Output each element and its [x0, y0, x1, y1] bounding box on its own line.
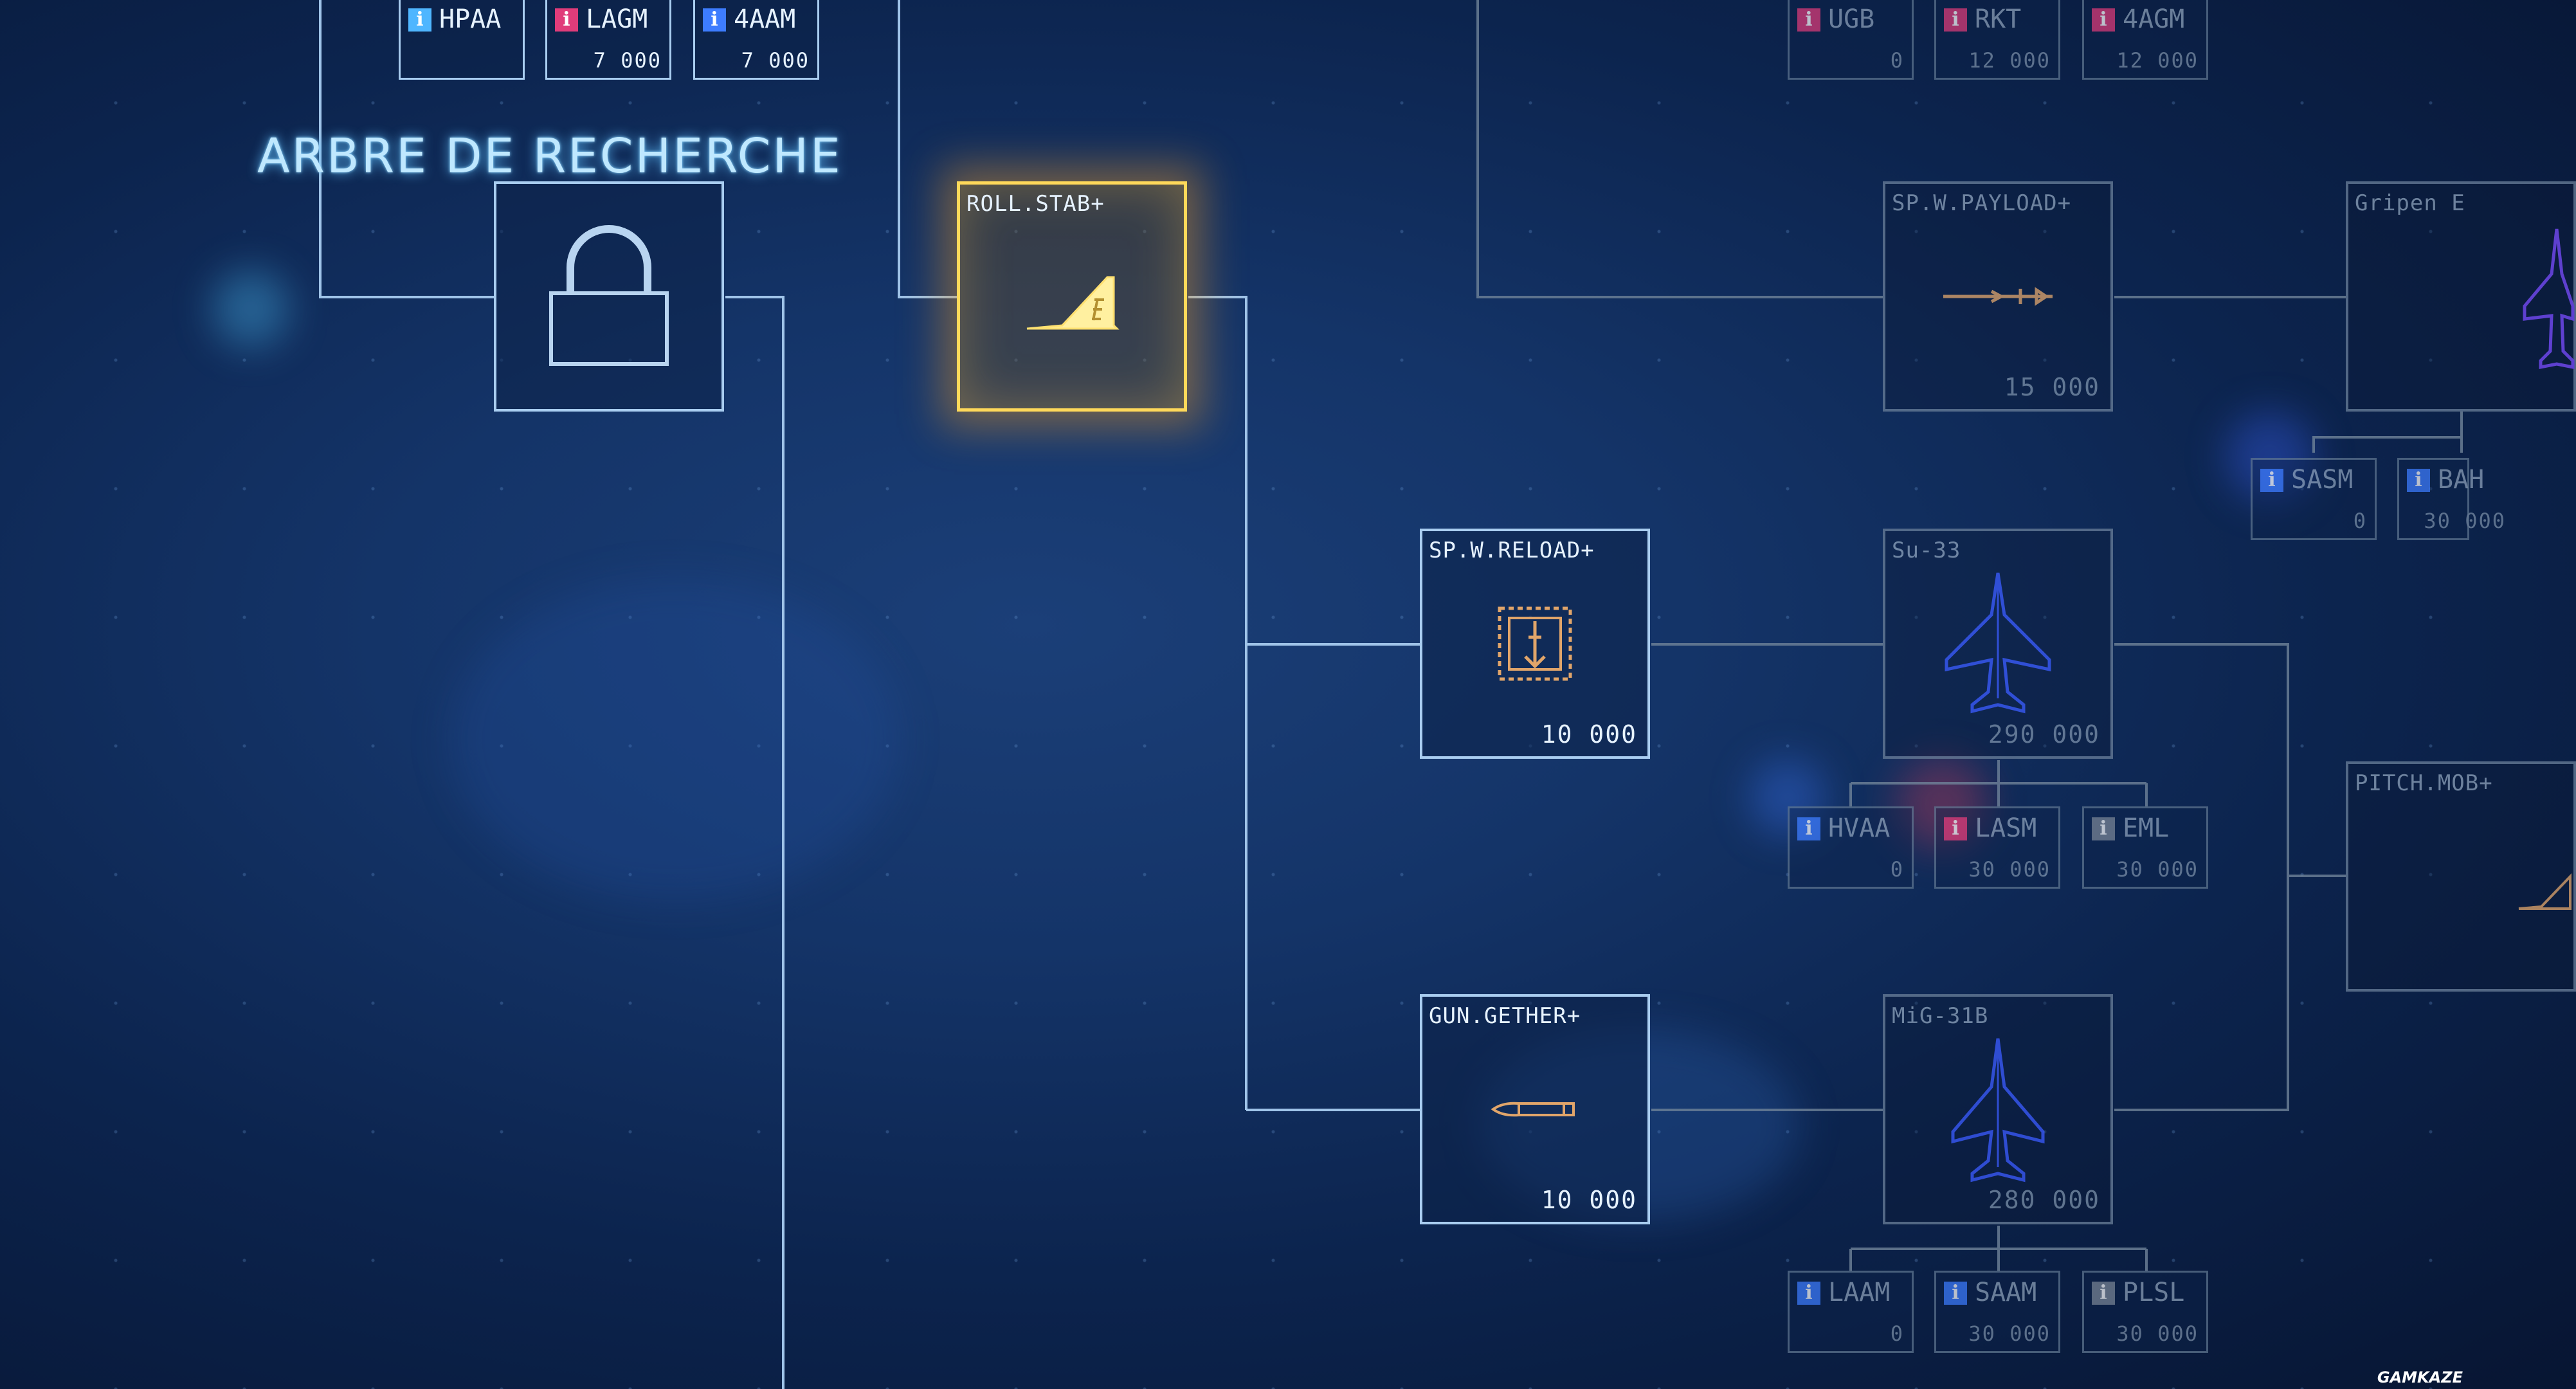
weapon-4agm[interactable]: i 4AGM 12 000 — [2082, 0, 2208, 80]
weapon-lagm[interactable]: i LAGM 7 000 — [545, 0, 671, 80]
weapon-cost: 7 000 — [593, 48, 662, 73]
weapon-cost: 12 000 — [2116, 48, 2199, 73]
tail-fin-icon — [2518, 873, 2571, 910]
pitch-mob-node[interactable]: PITCH.MOB+ — [2346, 761, 2576, 992]
weapon-bah[interactable]: i BAH 30 000 — [2397, 458, 2505, 540]
weapon-hpaa[interactable]: i HPAA — [399, 0, 525, 80]
weapon-name: PLSL — [2123, 1278, 2185, 1307]
weapon-name: EML — [2123, 813, 2170, 843]
info-icon: i — [1944, 8, 1967, 32]
weapon-name: HVAA — [1828, 813, 1891, 843]
weapon-4aam[interactable]: i 4AAM 7 000 — [693, 0, 819, 80]
weapon-sasm[interactable]: i SASM 0 — [2251, 458, 2377, 540]
node-label: Gripen E — [2355, 190, 2465, 216]
node-cost: 10 000 — [1541, 1186, 1637, 1214]
lock-icon — [549, 225, 669, 366]
gun-gether-node[interactable]: GUN.GETHER+ 10 000 — [1420, 994, 1650, 1224]
node-label: SP.W.RELOAD+ — [1429, 538, 1595, 563]
info-icon: i — [2407, 469, 2430, 492]
weapon-cost: 12 000 — [1968, 48, 2051, 73]
sp-w-payload-node[interactable]: SP.W.PAYLOAD+ 15 000 — [1883, 181, 2113, 412]
weapon-hvaa[interactable]: i HVAA 0 — [1788, 806, 1914, 889]
weapon-name: SAAM — [1975, 1278, 2037, 1307]
weapon-name: UGB — [1828, 5, 1875, 34]
gripen-node[interactable]: Gripen E — [2346, 181, 2576, 412]
weapon-name: HPAA — [439, 5, 502, 34]
node-cost: 280 000 — [1988, 1186, 2100, 1214]
info-icon: i — [2092, 1282, 2115, 1305]
weapon-name: 4AGM — [2123, 5, 2185, 34]
weapon-cost: 0 — [1890, 857, 1904, 882]
weapon-laam[interactable]: i LAAM 0 — [1788, 1271, 1914, 1353]
tail-fin-icon — [1026, 276, 1120, 330]
su33-node[interactable]: Su-33 290 000 — [1883, 529, 2113, 759]
info-icon: i — [1944, 817, 1967, 840]
jet-icon — [1951, 1038, 2045, 1183]
info-icon: i — [2260, 469, 2283, 492]
mig31b-node[interactable]: MiG-31B 280 000 — [1883, 994, 2113, 1224]
node-label: ROLL.STAB+ — [966, 191, 1105, 217]
roll-stab-node[interactable]: ROLL.STAB+ — [957, 181, 1187, 412]
bokeh-light — [450, 579, 900, 900]
bullet-icon — [1491, 1102, 1575, 1117]
sp-w-reload-node[interactable]: SP.W.RELOAD+ 10 000 — [1420, 529, 1650, 759]
weapon-name: SASM — [2291, 465, 2354, 495]
info-icon: i — [1797, 8, 1820, 32]
weapon-cost: 30 000 — [2424, 509, 2506, 533]
missile-rack-icon — [1498, 606, 1572, 681]
node-label: GUN.GETHER+ — [1429, 1003, 1581, 1029]
weapon-psl[interactable]: i PLSL 30 000 — [2082, 1271, 2208, 1353]
jet-icon — [2523, 228, 2575, 370]
weapon-name: LAAM — [1828, 1278, 1891, 1307]
node-label: MiG-31B — [1892, 1003, 1989, 1029]
connector-lines — [319, 0, 2463, 1389]
weapon-name: LAGM — [586, 5, 648, 34]
weapon-cost: 0 — [2353, 509, 2367, 533]
bokeh-light — [212, 270, 289, 347]
missile-icon — [1943, 287, 2053, 306]
weapon-lasm[interactable]: i LASM 30 000 — [1934, 806, 2060, 889]
weapon-cost: 30 000 — [1968, 857, 2051, 882]
weapon-cost: 30 000 — [2116, 1321, 2199, 1346]
weapon-name: BAH — [2438, 465, 2485, 495]
weapon-cost: 0 — [1890, 48, 1904, 73]
weapon-name: LASM — [1975, 813, 2037, 843]
page-title: ARBRE DE RECHERCHE — [257, 129, 842, 184]
weapon-ugb[interactable]: i UGB 0 — [1788, 0, 1914, 80]
info-icon: i — [1797, 817, 1820, 840]
info-icon: i — [1797, 1282, 1820, 1305]
info-icon: i — [703, 8, 726, 32]
weapon-name: 4AAM — [734, 5, 796, 34]
background-grid — [0, 0, 2469, 1389]
weapon-rkt[interactable]: i RKT 12 000 — [1934, 0, 2060, 80]
weapon-saam[interactable]: i SAAM 30 000 — [1934, 1271, 2060, 1353]
watermark-logo: GAMKAZE — [2377, 1368, 2463, 1386]
info-icon: i — [408, 8, 431, 32]
node-label: Su-33 — [1892, 538, 1961, 563]
jet-icon — [1945, 572, 2051, 714]
weapon-cost: 7 000 — [741, 48, 810, 73]
info-icon: i — [1944, 1282, 1967, 1305]
weapon-cost: 30 000 — [1968, 1321, 2051, 1346]
weapon-eml[interactable]: i EML 30 000 — [2082, 806, 2208, 889]
weapon-cost: 0 — [1890, 1321, 1904, 1346]
locked-node[interactable] — [494, 181, 724, 412]
weapon-cost: 30 000 — [2116, 857, 2199, 882]
node-label: PITCH.MOB+ — [2355, 770, 2493, 796]
info-icon: i — [2092, 817, 2115, 840]
info-icon: i — [555, 8, 578, 32]
node-cost: 15 000 — [2004, 373, 2100, 401]
node-cost: 10 000 — [1541, 720, 1637, 749]
node-label: SP.W.PAYLOAD+ — [1892, 190, 2072, 216]
node-cost: 290 000 — [1988, 720, 2100, 749]
weapon-name: RKT — [1975, 5, 2022, 34]
info-icon: i — [2092, 8, 2115, 32]
